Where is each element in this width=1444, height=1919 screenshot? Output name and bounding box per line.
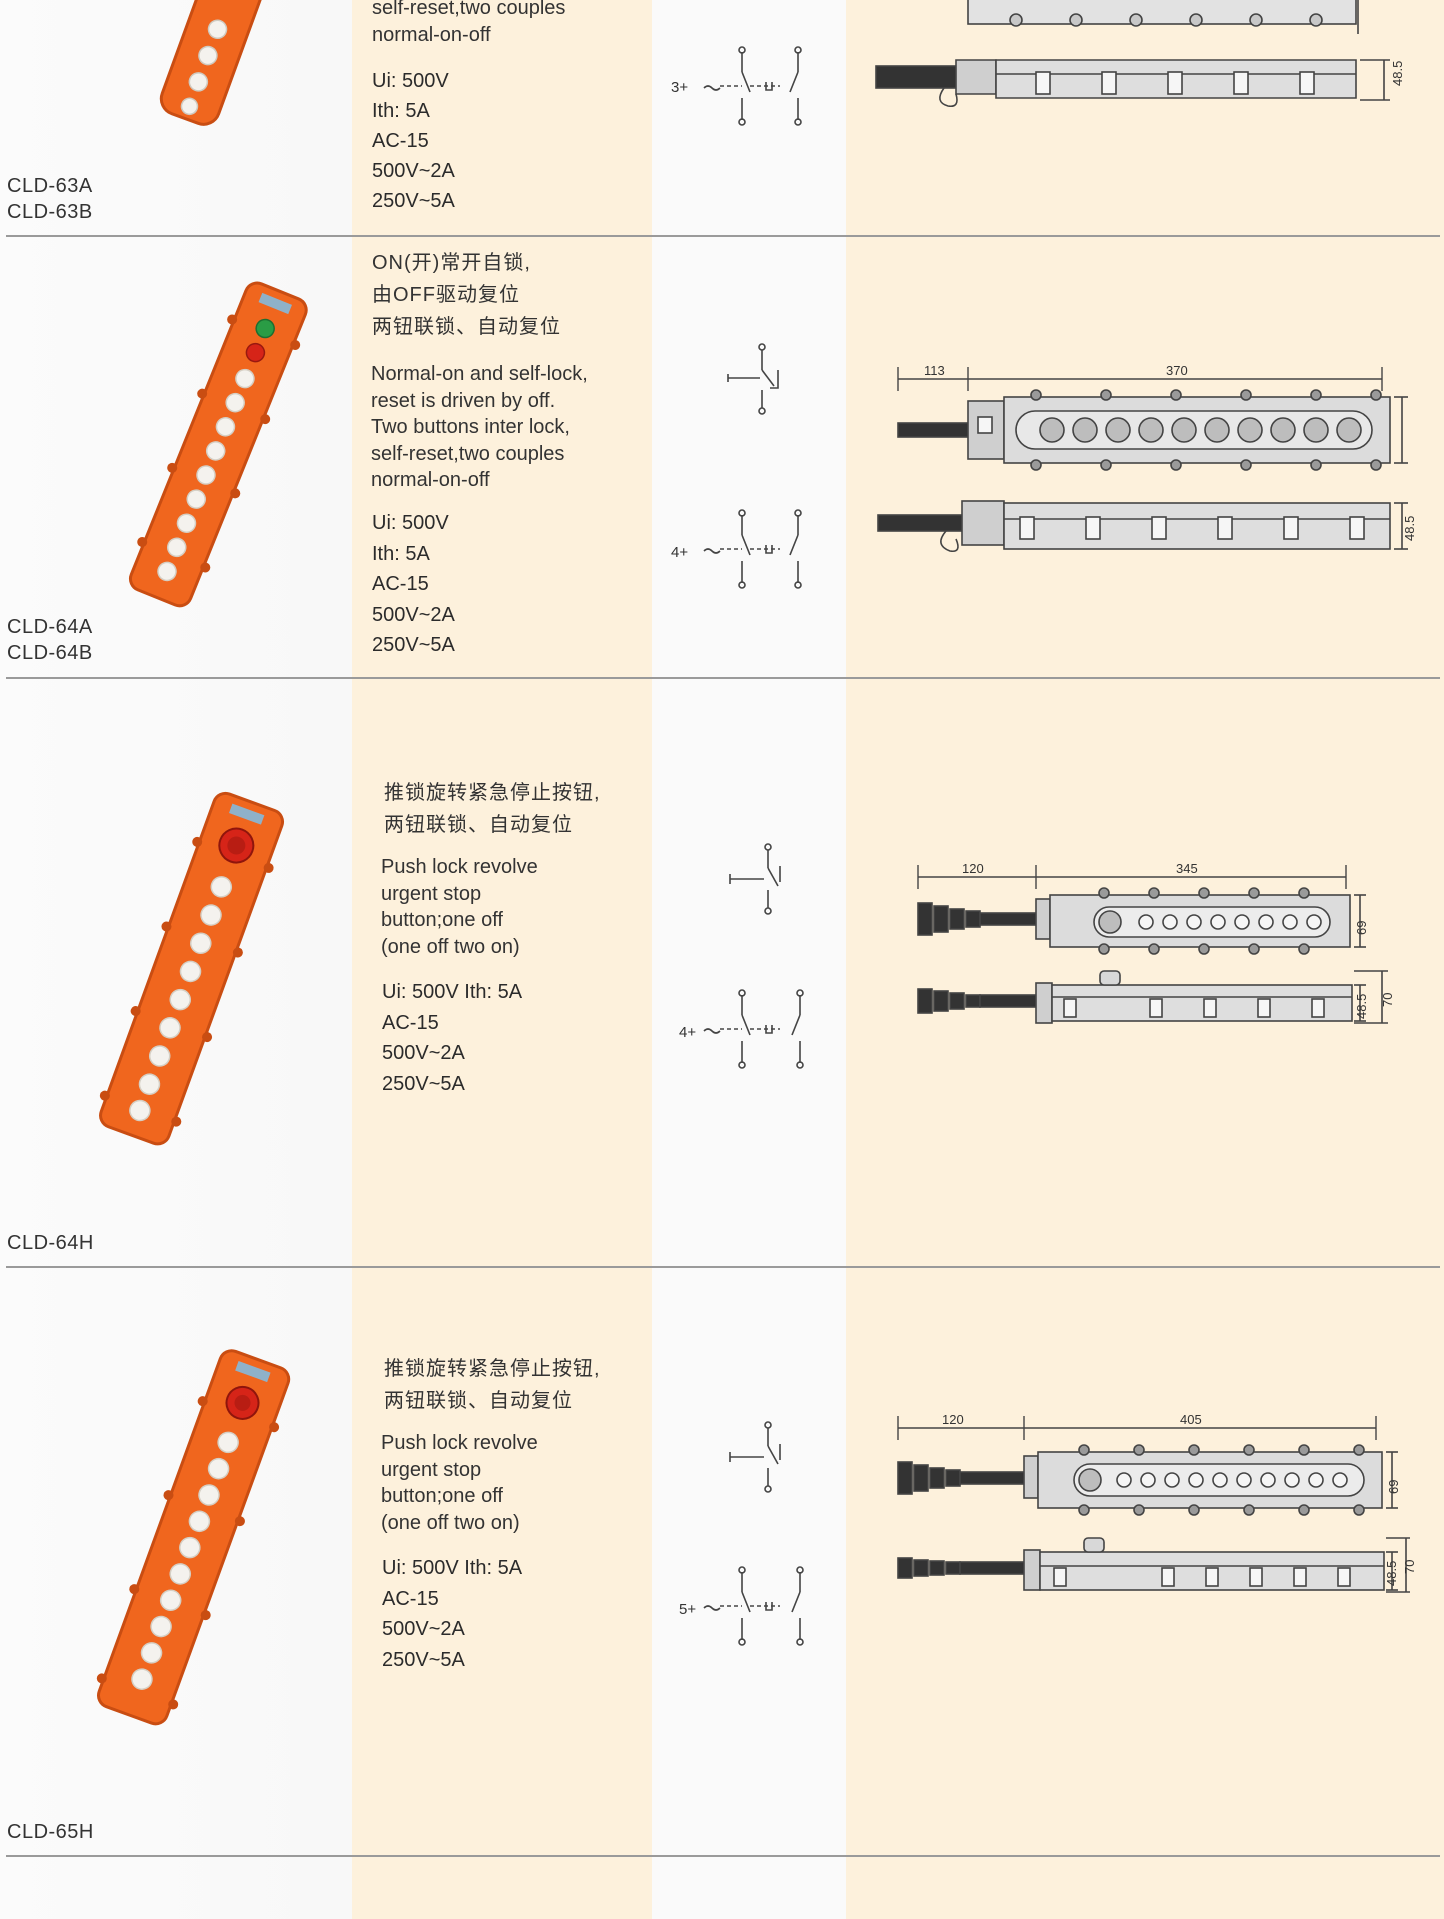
dim-side-label: 48.5: [1384, 1561, 1399, 1586]
product-row-cld-63: self-reset,two couples normal-on-off Ui:…: [0, 0, 1444, 236]
model-number: CLD-65H: [7, 1821, 94, 1843]
product-row-cld-64: ON(开)常开自锁, 由OFF驱动复位 两钮联锁、自动复位 Normal-on …: [0, 237, 1444, 677]
description-cn: 推锁旋转紧急停止按钮, 两钮联锁、自动复位: [384, 1358, 601, 1412]
model-number: CLD-64H: [7, 1232, 94, 1254]
description-en: Push lock revolve urgent stop button;one…: [381, 856, 538, 958]
spec-rating-500: 500V~2A: [372, 160, 455, 182]
wiring-prefix: 4+: [671, 544, 688, 561]
description-en: Push lock revolve urgent stop button;one…: [381, 1432, 538, 1534]
dim-cable-label: 120: [962, 861, 984, 876]
dimension-drawing: 113 370 48.5: [877, 363, 1417, 553]
description-cn: 推锁旋转紧急停止按钮, 两钮联锁、自动复位: [384, 782, 601, 836]
pendant-photo: [128, 281, 308, 608]
pendant-photo: [159, 0, 310, 126]
spec-voltage: Ui: 500V: [372, 512, 449, 534]
dim-length-label: 370: [1166, 363, 1188, 378]
pendant-photo: [96, 1349, 291, 1726]
dim-length-label: 345: [1176, 861, 1198, 876]
dimension-drawing: 120 345 69 48.5 70: [917, 861, 1395, 1024]
spec-current: Ith: 5A: [372, 100, 430, 122]
model-number: CLD-63A: [7, 175, 93, 197]
row-divider: [6, 235, 1440, 237]
dim-cable-label: 113: [924, 363, 945, 378]
wiring-diagram-single: [729, 843, 781, 915]
dimension-drawing: 120 405 69 48.5 70: [897, 1412, 1417, 1593]
wiring-prefix: 5+: [679, 1601, 696, 1618]
wiring-diagram-single: [729, 1421, 781, 1493]
spec-category: AC-15: [372, 573, 429, 595]
pendant-photo: [99, 791, 285, 1146]
spec-column-bg: [352, 0, 652, 1919]
dim-height-label: 69: [1354, 921, 1369, 935]
row-divider: [6, 677, 1440, 679]
model-number: CLD-64B: [7, 642, 93, 664]
model-number: CLD-64A: [7, 616, 93, 638]
drawing-column-bg: [846, 0, 1444, 1919]
spec-voltage-current: Ui: 500V Ith: 5A: [382, 981, 523, 1003]
dim-height-label: 69: [1386, 1480, 1401, 1494]
wiring-diagram-single: [727, 343, 779, 415]
wiring-prefix: 4+: [679, 1024, 696, 1041]
dim-cable-label: 120: [942, 1412, 964, 1427]
spec-rating-250: 250V~5A: [382, 1648, 465, 1671]
description-cn: ON(开)常开自锁, 由OFF驱动复位 两钮联锁、自动复位: [372, 252, 561, 338]
wiring-diagram-double: 5+: [679, 1566, 804, 1646]
spec-rating-500: 500V~2A: [382, 1618, 465, 1640]
spec-list: Ui: 500V Ith: 5A AC-15 500V~2A 250V~5A: [372, 66, 455, 216]
row-divider: [6, 1266, 1440, 1268]
dim-total-label: 70: [1380, 993, 1395, 1007]
spec-voltage: Ui: 500V: [372, 70, 449, 92]
spec-rating-250: 250V~5A: [372, 190, 455, 212]
model-number: CLD-63B: [7, 201, 93, 223]
description-en: Normal-on and self-lock, reset is driven…: [371, 363, 588, 491]
dim-total-label: 70: [1402, 1560, 1417, 1574]
dimension-drawing: 48.5: [875, 0, 1405, 108]
spec-voltage-current: Ui: 500V Ith: 5A: [382, 1557, 523, 1579]
wiring-diagram-double: 3+: [671, 46, 802, 126]
spec-list: Ui: 500V Ith: 5A AC-15 500V~2A 250V~5A: [382, 1553, 522, 1675]
row-divider: [6, 1855, 1440, 1857]
product-row-cld-64h: 推锁旋转紧急停止按钮, 两钮联锁、自动复位 Push lock revolve …: [0, 679, 1444, 1269]
spec-category: AC-15: [372, 130, 429, 152]
wiring-diagram-double: 4+: [679, 989, 804, 1069]
spec-rating-500: 500V~2A: [372, 603, 455, 626]
dim-side-label: 48.5: [1354, 994, 1369, 1019]
spec-current: Ith: 5A: [372, 542, 430, 565]
spec-rating-250: 250V~5A: [372, 634, 455, 656]
product-row-cld-65h: 推锁旋转紧急停止按钮, 两钮联锁、自动复位 Push lock revolve …: [0, 1268, 1444, 1858]
wiring-prefix: 3+: [671, 79, 688, 96]
wiring-column-bg: [652, 0, 846, 1919]
spec-list: Ui: 500V Ith: 5A AC-15 500V~2A 250V~5A: [372, 508, 455, 661]
spec-category: AC-15: [382, 1011, 439, 1034]
dim-side-label: 48.5: [1390, 61, 1405, 86]
spec-rating-500: 500V~2A: [382, 1042, 465, 1064]
spec-list: Ui: 500V Ith: 5A AC-15 500V~2A 250V~5A: [382, 977, 522, 1099]
wiring-diagram-double: 4+: [671, 509, 802, 589]
spec-rating-250: 250V~5A: [382, 1072, 465, 1095]
description-en: self-reset,two couples normal-on-off: [372, 0, 566, 46]
dim-side-label: 48.5: [1402, 516, 1417, 541]
dim-length-label: 405: [1180, 1412, 1202, 1427]
spec-category: AC-15: [382, 1587, 439, 1610]
